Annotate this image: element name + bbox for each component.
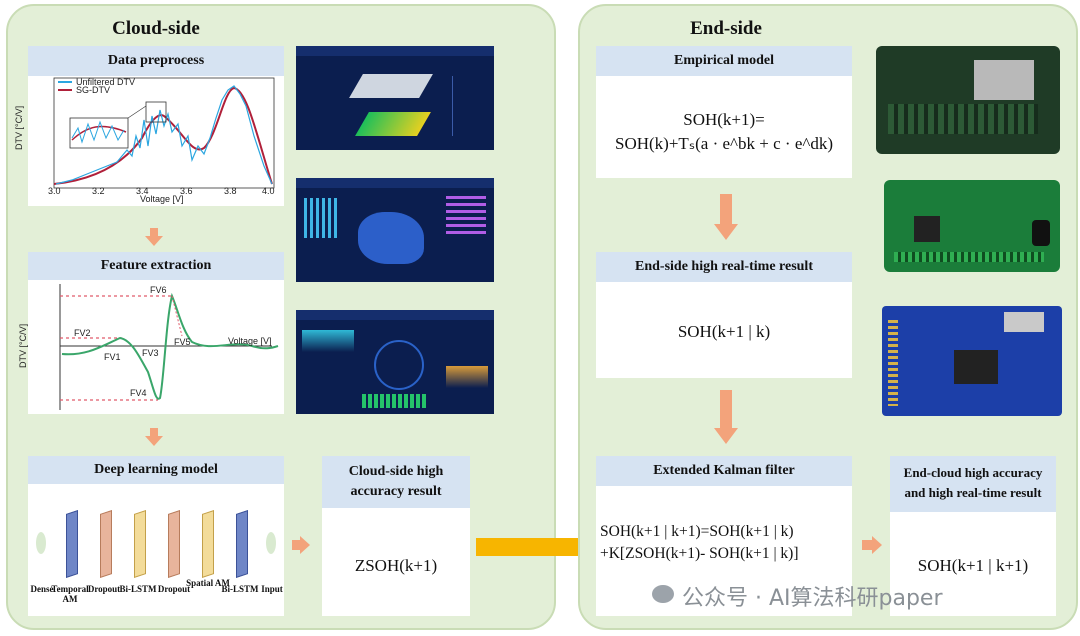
cloud-result-title: Cloud-side high accuracy result	[322, 456, 470, 508]
board-sd-slot	[1004, 312, 1044, 332]
empirical-model-title: Empirical model	[596, 46, 852, 76]
realtime-result-formula: SOH(k+1 | k)	[677, 322, 771, 341]
arrow-head	[714, 224, 738, 240]
fv6-label: FV6	[150, 285, 167, 295]
bi-lstm-layer	[236, 510, 248, 578]
feature-extraction-title: Feature extraction	[28, 252, 284, 280]
radar-render	[374, 340, 424, 390]
fv3-label: FV3	[142, 348, 159, 358]
preprocess-legend-sg: SG-DTV	[76, 85, 111, 95]
preprocess-xtick: 3.0	[48, 186, 61, 196]
arrow-ekf-to-endcloud	[862, 540, 872, 550]
dashboard-header-bar	[296, 310, 494, 320]
board-main-chip	[954, 350, 998, 384]
arrow-head	[872, 536, 882, 554]
dashboard-screenshot-2	[296, 178, 494, 282]
arrow-empirical-to-realtime	[720, 194, 732, 224]
fv4-label: FV4	[130, 388, 147, 398]
preprocess-xtick: 4.0	[262, 186, 275, 196]
circuit-board-photo-1	[876, 46, 1060, 154]
board-pin-header	[888, 320, 898, 406]
layer-label-bi-lstm: Bi-LSTM	[221, 584, 259, 594]
cloud-side-title: Cloud-side	[112, 18, 200, 39]
board-traces	[888, 104, 1038, 134]
dashboard-screenshot-3	[296, 310, 494, 414]
ekf-formula-line2: +K[ZSOH(k+1)- SOH(k+1 | k)]	[600, 545, 799, 562]
watermark-logo-icon	[652, 585, 674, 603]
arrow-head	[145, 236, 163, 246]
preprocess-xtick: 3.6	[180, 186, 193, 196]
dashboard-screenshot-1	[296, 46, 494, 150]
side-chart	[452, 76, 489, 136]
orange-area-render	[446, 366, 488, 388]
board-chip	[914, 216, 940, 242]
fv1-label: FV1	[104, 352, 121, 362]
arrow-deep-to-result	[292, 540, 300, 550]
arrow-head	[300, 536, 310, 554]
layer-label-temporal-am: Temporal AM	[51, 584, 89, 604]
layer-label-spatial-am: Spatial AM	[186, 578, 230, 588]
arrow-head	[145, 436, 163, 446]
circuit-board-photo-3	[882, 306, 1062, 416]
board-capacitor	[1032, 220, 1050, 246]
preprocess-xtick: 3.8	[224, 186, 237, 196]
empirical-formula-line2: SOH(k)+Tₛ(a · e^bk + c · e^dk)	[614, 134, 833, 153]
fv2-label: FV2	[74, 328, 91, 338]
end-side-title: End-side	[690, 18, 762, 39]
preprocess-xtick: 3.4	[136, 186, 149, 196]
ekf-title: Extended Kalman filter	[596, 456, 852, 486]
dtv-filter-plot	[53, 77, 275, 189]
side-bars-render	[446, 196, 486, 236]
preprocess-xlabel: Voltage [V]	[140, 194, 184, 204]
dashboard-header-bar	[296, 46, 494, 56]
battery-pack-render	[349, 74, 433, 98]
bi-lstm-layer	[134, 510, 146, 578]
preprocess-xtick: 3.2	[92, 186, 105, 196]
board-chip	[974, 60, 1034, 100]
realtime-result-title: End-side high real-time result	[596, 252, 852, 282]
input-oval	[36, 532, 46, 554]
dropout-layer	[168, 510, 180, 578]
preprocess-ylabel: DTV [°C/V]	[14, 105, 24, 150]
spatial-am-layer	[202, 510, 214, 578]
endcloud-result-formula: SOH(k+1 | k+1)	[917, 556, 1029, 575]
watermark-text: 公众号 · AI算法科研paper	[682, 586, 943, 611]
china-map-render	[358, 212, 424, 264]
layer-label-input: Input	[261, 584, 283, 594]
feature-ylabel: DTV [°C/V]	[18, 323, 28, 368]
arrow-realtime-to-ekf	[720, 390, 732, 428]
cloud-to-end-arrow-shaft	[476, 538, 580, 556]
layer-label-dense: Dense	[30, 584, 54, 594]
area-chart-render	[302, 330, 354, 352]
cloud-result-formula: ZSOH(k+1)	[354, 556, 438, 575]
feature-xlabel: Voltage [V]	[228, 336, 272, 346]
deep-learning-title: Deep learning model	[28, 456, 284, 484]
empirical-formula-line1: SOH(k+1)=	[683, 110, 765, 129]
green-bars-render	[362, 394, 426, 408]
endcloud-result-title: End-cloud high accuracy and high real-ti…	[890, 456, 1056, 512]
dashboard-header-bar	[296, 178, 494, 188]
feature-plot	[59, 284, 279, 410]
bar-chart-render	[304, 198, 340, 238]
fv5-label: FV5	[174, 337, 191, 347]
arrow-head	[714, 428, 738, 444]
dropout-layer	[100, 510, 112, 578]
circuit-board-photo-2	[884, 180, 1060, 272]
arrow-preprocess-to-feature	[150, 228, 158, 236]
ekf-formula-line1: SOH(k+1 | k+1)=SOH(k+1 | k)	[600, 523, 794, 540]
temporal-am-layer	[66, 510, 78, 578]
board-pins	[894, 252, 1044, 262]
preprocess-legend-unfiltered: Unfiltered DTV	[76, 77, 136, 87]
output-oval	[266, 532, 276, 554]
layer-label-dropout: Dropout	[87, 584, 121, 594]
layer-label-dropout: Dropout	[157, 584, 191, 594]
arrow-feature-to-deep	[150, 428, 158, 436]
data-preprocess-title: Data preprocess	[28, 46, 284, 76]
heatmap-render	[355, 112, 431, 136]
layer-label-bi-lstm: Bi-LSTM	[119, 584, 157, 594]
